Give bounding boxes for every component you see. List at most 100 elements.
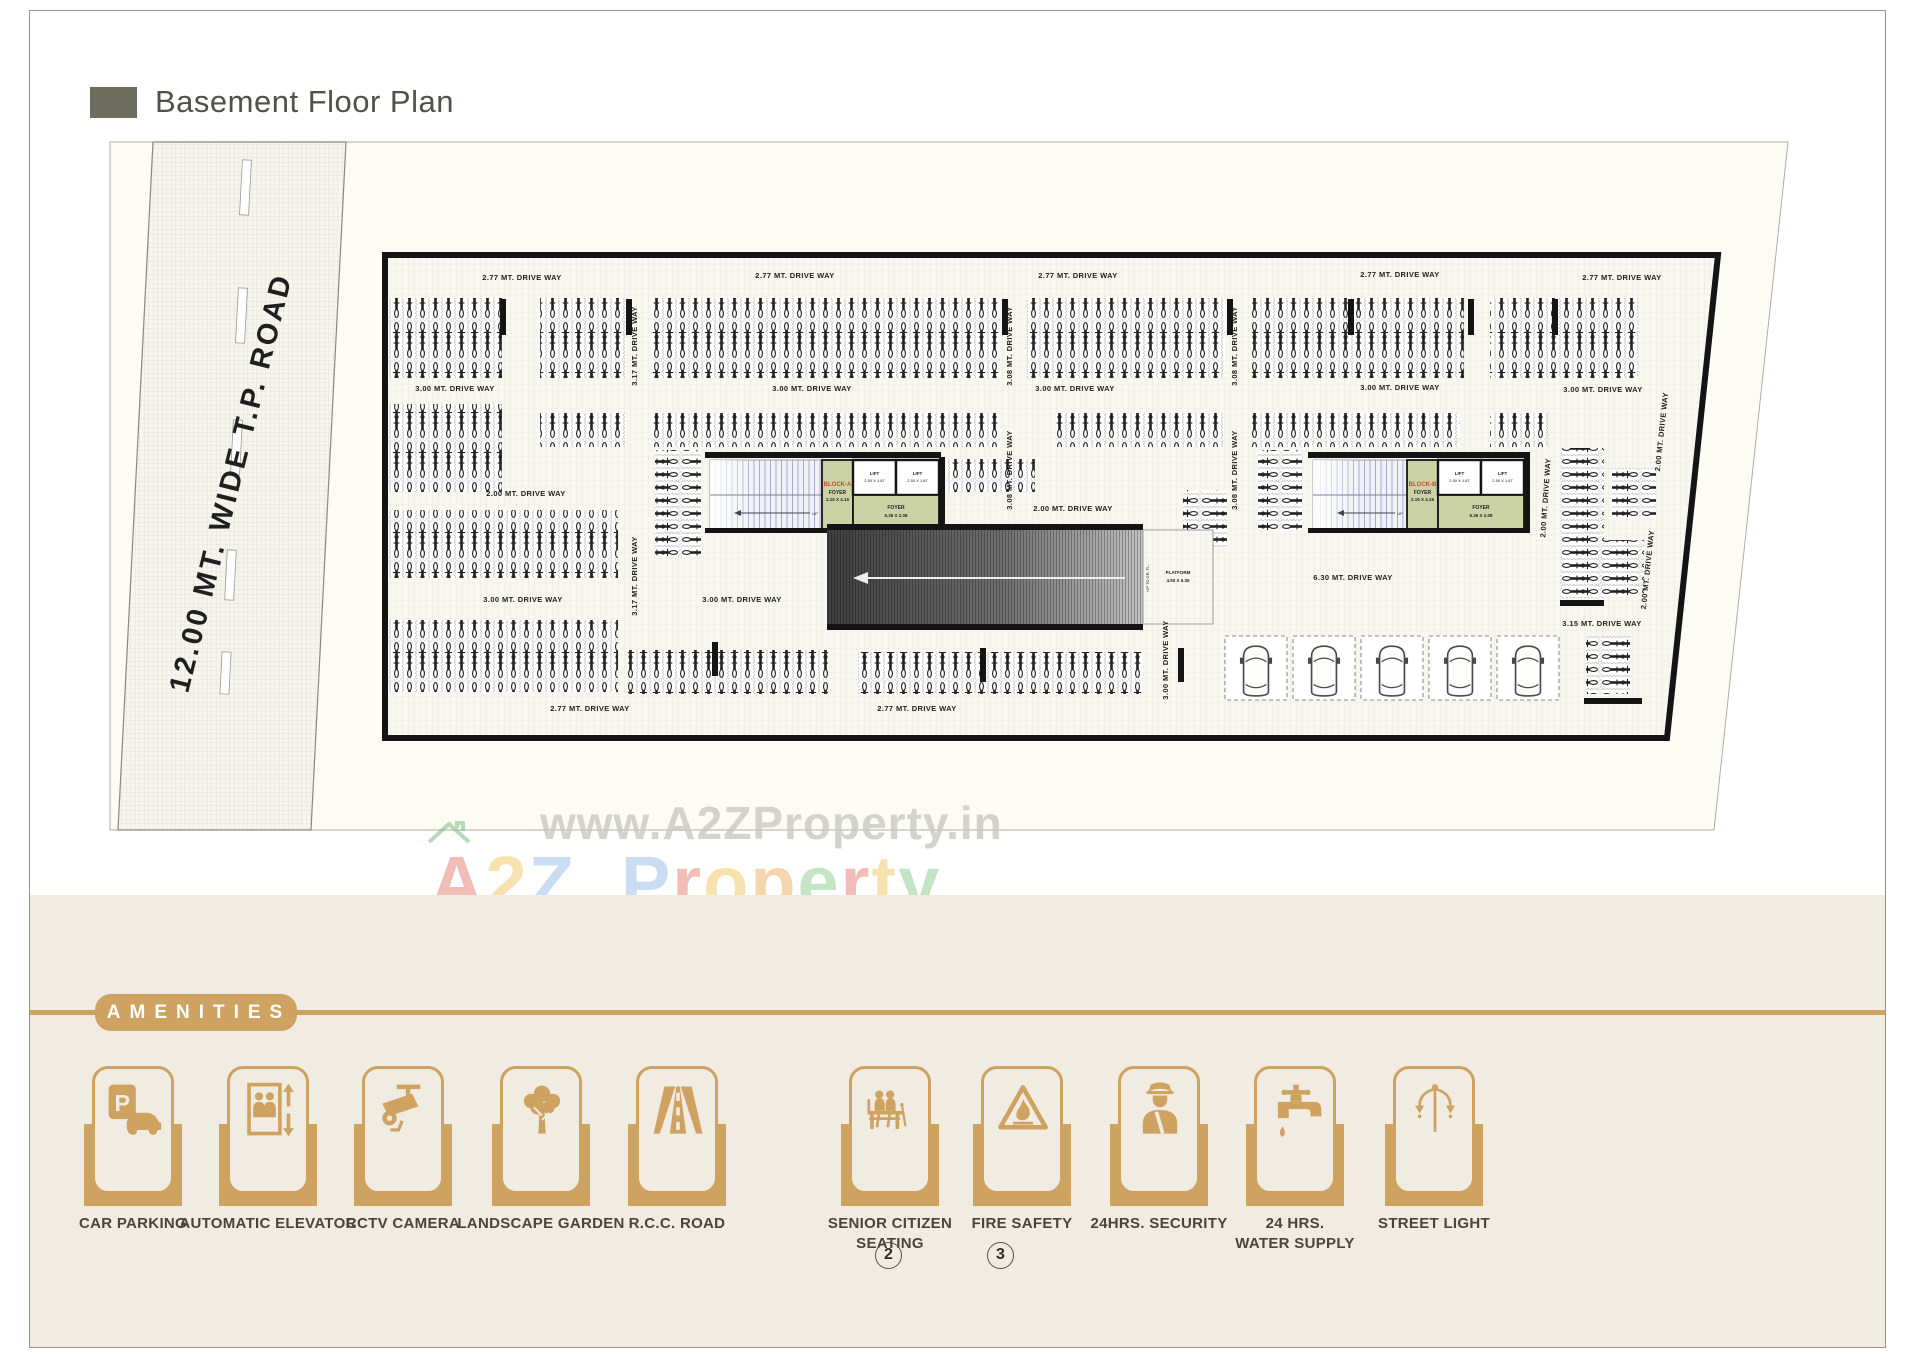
bike-row	[388, 298, 502, 378]
amenity-tile-garden: LANDSCAPE GARDEN	[457, 1066, 624, 1246]
wall-stub	[1227, 299, 1233, 335]
lift-label: LIFT	[870, 471, 880, 476]
tile-card	[1254, 1066, 1336, 1194]
bike-column	[1258, 450, 1302, 530]
car-glyph	[1307, 645, 1341, 697]
block-side-wall	[1524, 457, 1530, 530]
platform-label: PLATFORM	[1166, 570, 1191, 575]
tile-card	[1393, 1066, 1475, 1194]
title-row: Basement Floor Plan	[90, 84, 454, 120]
driveway-label: 2.77 MT. DRIVE WAY	[755, 271, 834, 280]
amenities-divider	[30, 1010, 1885, 1015]
tile-card	[500, 1066, 582, 1194]
wall-stub	[1584, 698, 1642, 704]
amenity-label: 24HRS. SECURITY	[1090, 1215, 1228, 1232]
up-to-ground-label: UP TO GR. FL.	[1145, 564, 1150, 591]
amenities-heading-pill: AMENITIES	[95, 994, 297, 1031]
foyer	[1437, 494, 1525, 531]
bike-row	[1490, 413, 1548, 447]
driveway-label: 2.00 MT. DRIVE WAY	[1033, 504, 1112, 513]
seating-icon	[867, 1090, 907, 1130]
plan-text: 2.50 X 1.87	[864, 478, 885, 483]
driveway-label: 3.00 MT. DRIVE WAY	[1161, 620, 1170, 699]
amenity-label: STREET LIGHT	[1378, 1215, 1490, 1232]
tp-road: 12.00 MT. WIDE T.P. ROAD	[117, 141, 347, 831]
driveway-label: 2.77 MT. DRIVE WAY	[877, 704, 956, 713]
amenity-label: LANDSCAPE GARDEN	[457, 1215, 625, 1232]
driveway-label: 3.17 MT. DRIVE WAY	[630, 306, 639, 385]
bike-row	[652, 298, 1000, 378]
driveway-label: 3.00 MT. DRIVE WAY	[1563, 385, 1642, 394]
lift	[1436, 458, 1483, 497]
cctv-icon	[382, 1084, 421, 1132]
floor-plan-drawing: 12.00 MT. WIDE T.P. ROAD UP BLOCK-A FOYER 2…	[109, 141, 1789, 831]
page-title: Basement Floor Plan	[155, 84, 454, 119]
block-top-wall	[1308, 452, 1530, 458]
driveway-label: 3.00 MT. DRIVE WAY	[702, 595, 781, 604]
bike-row	[1252, 298, 1464, 378]
amenity-tile-fire: FIRE SAFETY	[942, 1066, 1102, 1246]
amenity-tile-road: R.C.C. ROAD	[597, 1066, 757, 1246]
road-icon	[653, 1086, 703, 1134]
plan-text: 2.15 X 4.15	[1411, 497, 1435, 502]
wall-stub	[1348, 299, 1354, 335]
page-dot-2[interactable]: 2	[875, 1242, 902, 1269]
bike-row	[1490, 298, 1638, 378]
bike-parking-rows	[388, 298, 1656, 694]
bike-row	[947, 459, 1035, 492]
stairs-up-label: UP	[812, 511, 818, 516]
security-icon	[1142, 1082, 1178, 1135]
wall-stub	[1560, 600, 1604, 606]
bike-column	[1612, 468, 1656, 518]
amenity-tile-elevator: AUTOMATIC ELEVATOR	[179, 1066, 356, 1246]
wall-stub	[1468, 299, 1474, 335]
block-top-wall	[705, 452, 941, 458]
bike-row	[540, 298, 626, 378]
driveway-label: 2.77 MT. DRIVE WAY	[1038, 271, 1117, 280]
lift	[1479, 458, 1526, 497]
amenity-label: CAR PARKING	[78, 1215, 188, 1232]
driveway-label: 3.17 MT. DRIVE WAY	[630, 536, 639, 615]
tile-card	[362, 1066, 444, 1194]
amenity-tile-cctv: CCTV CAMERA	[323, 1066, 483, 1246]
amenity-tile-streetlight: STREET LIGHT	[1354, 1066, 1514, 1246]
driveway-label: 3.15 MT. DRIVE WAY	[1562, 619, 1641, 628]
bike-row	[540, 413, 626, 447]
plan-text: FOYER	[887, 505, 905, 511]
driveway-label: 3.00 MT. DRIVE WAY	[1035, 384, 1114, 393]
bike-column	[655, 450, 701, 556]
driveway-label: 2.77 MT. DRIVE WAY	[1360, 270, 1439, 279]
plan-text: 4.50 X 6.30	[1166, 578, 1190, 583]
amenity-label: FIRE SAFETY	[971, 1215, 1073, 1232]
bike-column	[1560, 448, 1604, 598]
page-border	[29, 10, 1886, 1348]
car-glyph	[1511, 645, 1545, 697]
bike-column	[1600, 540, 1644, 596]
bike-row	[1027, 298, 1225, 378]
block-name-label: BLOCK-B	[1409, 482, 1437, 488]
page-dot-3[interactable]: 3	[987, 1242, 1014, 1269]
streetlight-icon	[1415, 1084, 1455, 1132]
driveway-label: 3.08 MT. DRIVE WAY	[1230, 306, 1239, 385]
car-parking-stalls	[1224, 635, 1560, 701]
wall-stub	[626, 299, 632, 335]
bike-row	[628, 650, 828, 694]
garden-icon	[523, 1085, 561, 1134]
block-side-wall	[939, 457, 945, 530]
driveway-label: 3.00 MT. DRIVE WAY	[1360, 383, 1439, 392]
car-glyph	[1443, 645, 1477, 697]
wall-stubs	[500, 299, 1642, 704]
driveway-label: 2.77 MT. DRIVE WAY	[550, 704, 629, 713]
block-bottom-wall	[1308, 528, 1530, 533]
plan-text: 2.50 X 1.87	[1492, 478, 1513, 483]
plan-text: 5.36 X 2.08	[1469, 513, 1493, 518]
lift	[894, 458, 941, 497]
plan-text: 2.15 X 4.15	[826, 497, 850, 502]
plan-text: 5.36 X 2.08	[884, 513, 908, 518]
car-glyph	[1375, 645, 1409, 697]
stairs-up-label: UP	[1397, 511, 1403, 516]
block-name-label: BLOCK-A	[824, 482, 852, 488]
bike-column	[1586, 636, 1630, 694]
